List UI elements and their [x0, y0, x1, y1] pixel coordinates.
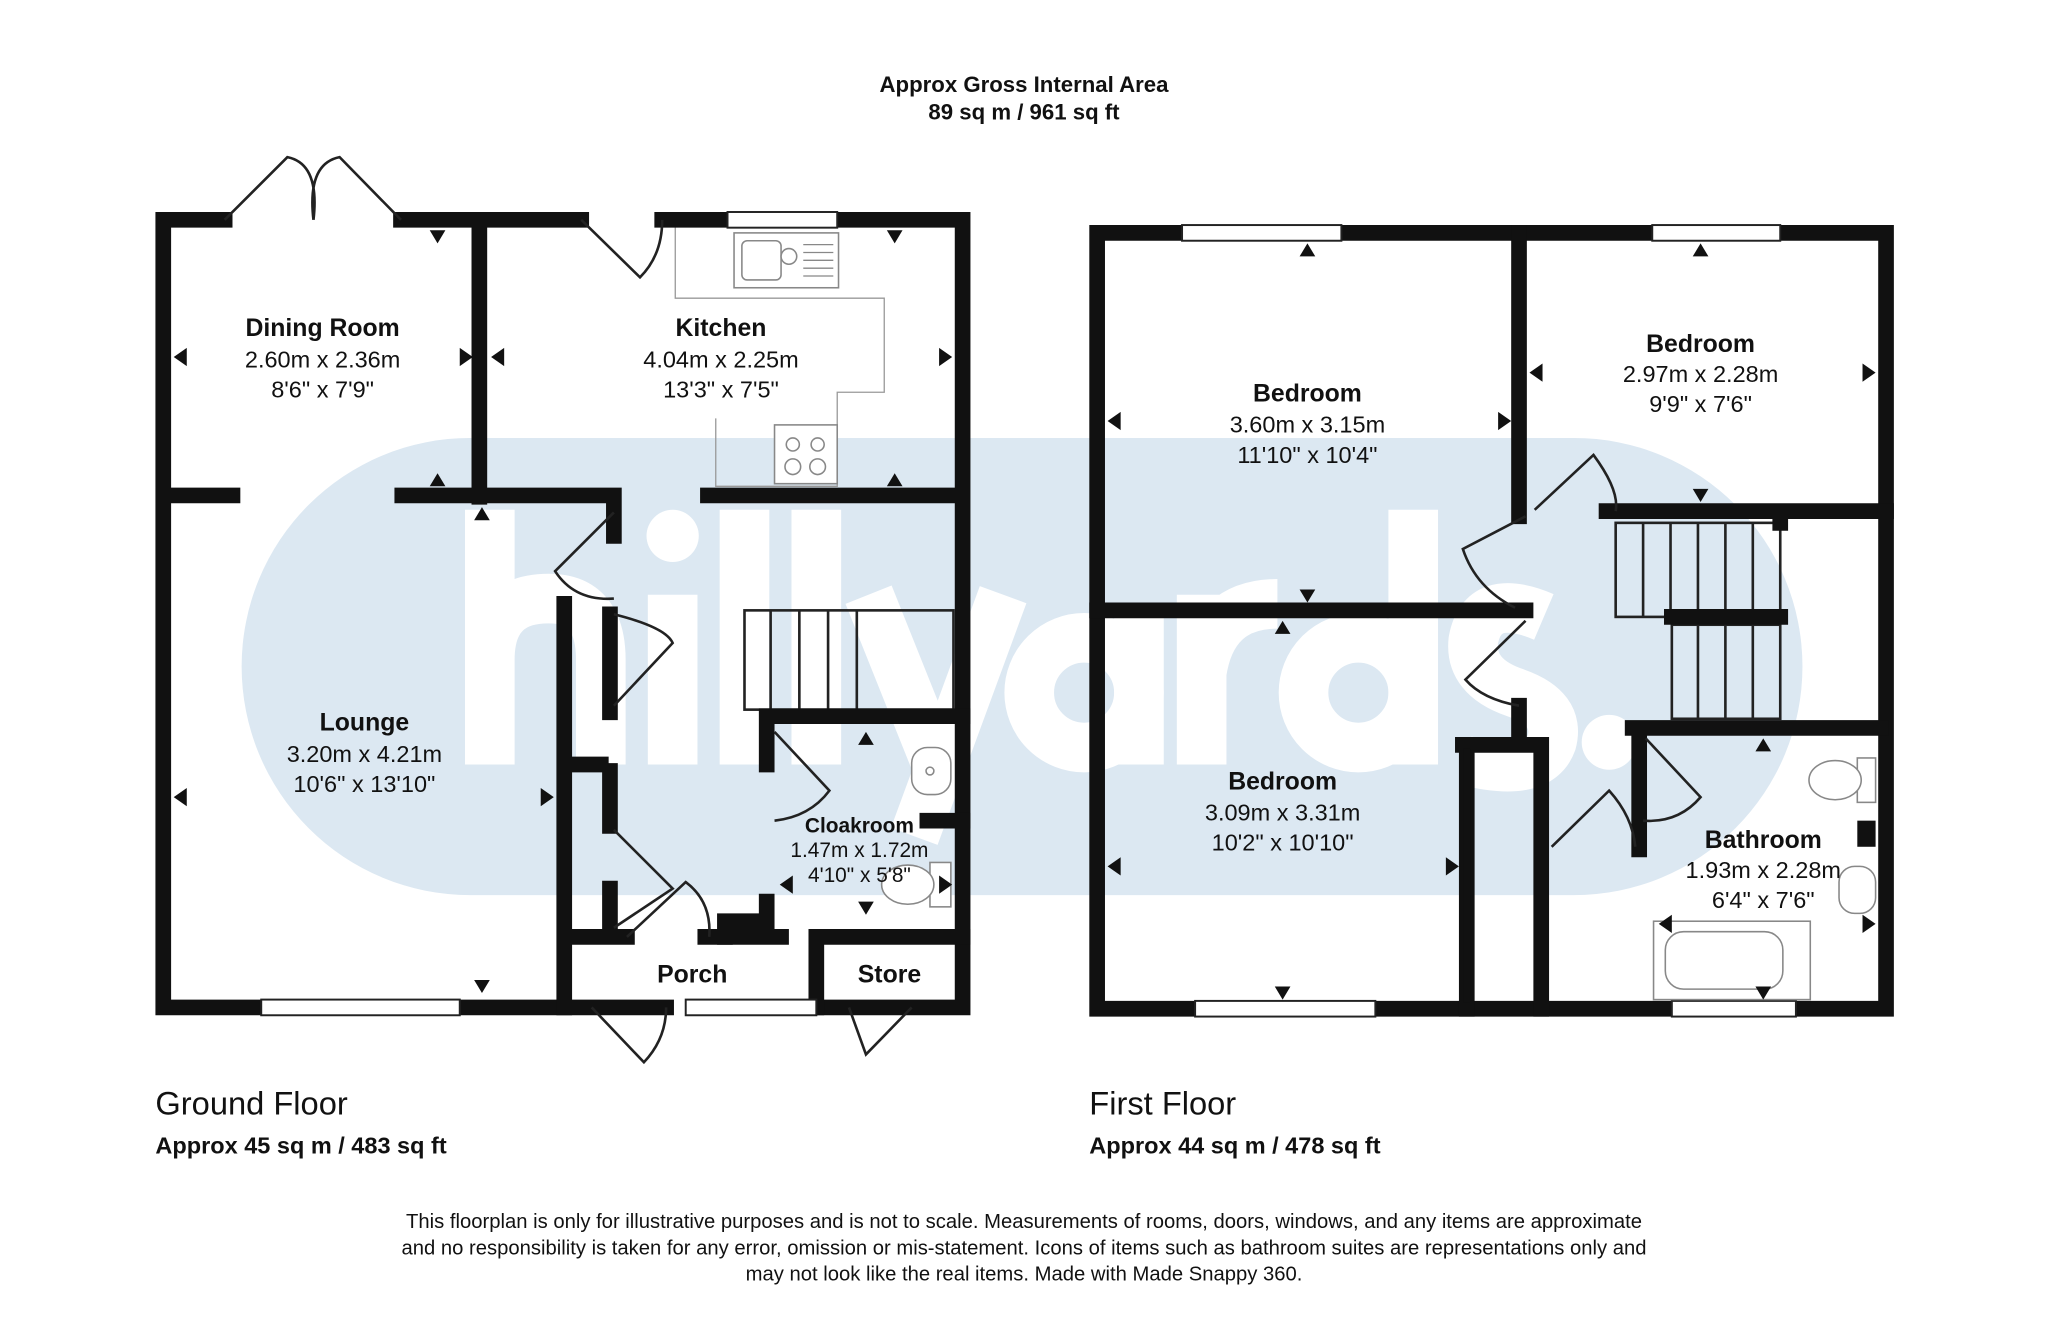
- room-metric-kitchen: 4.04m x 2.25m: [643, 346, 798, 372]
- door: [1463, 619, 1527, 708]
- disclaimer-line: may not look like the real items. Made w…: [746, 1263, 1303, 1285]
- door: [1533, 452, 1618, 512]
- door: [612, 613, 675, 707]
- window: [1651, 224, 1782, 242]
- room-imperial-dining: 8'6" x 7'9": [271, 376, 374, 402]
- room-imperial-lounge: 10'6" x 13'10": [293, 771, 435, 797]
- room-metric-lounge: 3.20m x 4.21m: [287, 741, 442, 767]
- ground-floor-area: Approx 45 sq m / 483 sq ft: [155, 1133, 446, 1159]
- room-imperial-bathroom: 6'4" x 7'6": [1712, 887, 1815, 913]
- window: [1194, 999, 1377, 1018]
- door: [626, 880, 711, 938]
- room-metric-cloakroom: 1.47m x 1.72m: [790, 839, 928, 862]
- first-floor-plan: Bedroom 3.60m x 3.15m 11'10" x 10'4" Bed…: [1089, 224, 1894, 1018]
- disclaimer-line: This floorplan is only for illustrative …: [406, 1211, 1642, 1233]
- door: [612, 828, 675, 929]
- ground-floor-label: Ground Floor: [155, 1085, 347, 1122]
- header-title: Approx Gross Internal Area: [880, 72, 1170, 97]
- door: [590, 1006, 668, 1065]
- disclaimer-line: and no responsibility is taken for any e…: [401, 1237, 1646, 1259]
- room-metric-bedroom3: 3.09m x 3.31m: [1205, 800, 1360, 826]
- watermark-logo: [241, 437, 1803, 896]
- room-name-bedroom3: Bedroom: [1228, 768, 1337, 795]
- room-metric-bedroom2: 2.97m x 2.28m: [1623, 361, 1778, 387]
- door: [1550, 788, 1637, 848]
- room-name-lounge: Lounge: [320, 710, 410, 737]
- first-floor-label: First Floor: [1089, 1085, 1236, 1122]
- sink-icon: [733, 232, 840, 289]
- basin-icon: [910, 746, 952, 796]
- door: [553, 511, 615, 601]
- basin-icon: [1838, 865, 1877, 915]
- ground-floor-plan: Dining Room 2.60m x 2.36m 8'6" x 7'9" Ki…: [155, 155, 971, 1065]
- window: [1181, 224, 1343, 242]
- room-name-store: Store: [858, 962, 921, 989]
- room-imperial-bedroom3: 10'2" x 10'10": [1212, 830, 1354, 856]
- window: [1670, 999, 1797, 1018]
- door: [847, 1006, 913, 1057]
- door: [580, 218, 664, 280]
- room-name-bathroom: Bathroom: [1705, 827, 1822, 854]
- french-doors: [223, 155, 402, 221]
- toilet-icon: [1808, 757, 1877, 804]
- room-name-bedroom2: Bedroom: [1646, 331, 1755, 358]
- window: [260, 998, 461, 1017]
- room-imperial-kitchen: 13'3" x 7'5": [663, 376, 779, 402]
- first-floor-area: Approx 44 sq m / 478 sq ft: [1089, 1133, 1380, 1159]
- room-name-cloakroom: Cloakroom: [805, 814, 914, 837]
- room-imperial-bedroom1: 11'10" x 10'4": [1237, 442, 1377, 468]
- room-name-dining: Dining Room: [245, 315, 399, 342]
- room-name-porch: Porch: [657, 962, 727, 989]
- room-name-kitchen: Kitchen: [676, 315, 767, 342]
- door: [1461, 515, 1527, 609]
- room-metric-bathroom: 1.93m x 2.28m: [1686, 857, 1841, 883]
- bath-icon: [1652, 920, 1812, 1001]
- window: [684, 998, 818, 1017]
- room-metric-dining: 2.60m x 2.36m: [245, 346, 400, 372]
- window: [726, 211, 839, 229]
- room-metric-bedroom1: 3.60m x 3.15m: [1230, 412, 1385, 438]
- door: [1643, 737, 1703, 823]
- room-imperial-bedroom2: 9'9" x 7'6": [1649, 391, 1752, 417]
- door: [773, 730, 832, 822]
- room-name-bedroom1: Bedroom: [1253, 380, 1362, 407]
- header-area: 89 sq m / 961 sq ft: [928, 99, 1120, 124]
- room-imperial-cloakroom: 4'10" x 5'8": [808, 864, 911, 887]
- hob-icon: [773, 424, 839, 485]
- stairs-icon: [1614, 521, 1782, 721]
